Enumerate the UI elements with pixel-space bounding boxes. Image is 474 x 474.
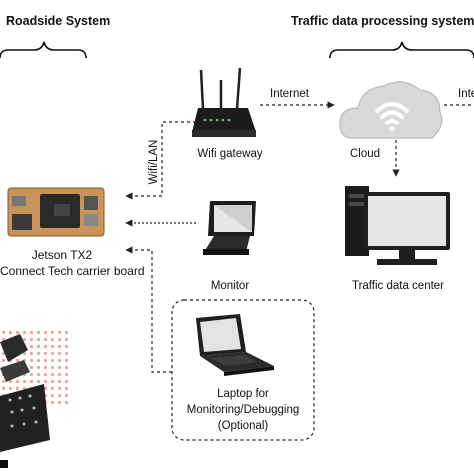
desktop-computer-icon [345,186,450,265]
laptop-label-line3: (Optional) [217,420,269,432]
connection-arrows [125,101,474,373]
laptop-icon [196,314,274,376]
traffic-data-center-label: Traffic data center [351,280,445,292]
roadside-brace [0,41,87,59]
roadside-system-header: Roadside System [6,14,111,28]
wifi-lan-label: Wifi/LAN [148,139,160,185]
internet-label-left: Internet [270,88,309,100]
camera-pole-icon [0,330,70,468]
cloud-wifi-icon [339,81,443,139]
jetson-label-line1: Jetson TX2 [31,248,93,262]
wifi-gateway-label: Wifi gateway [197,148,263,160]
traffic-system-header: Traffic data processing system [291,14,474,28]
jetson-label-line2: Connect Tech carrier board [0,264,145,278]
laptop-label-line1: Laptop for [217,388,269,400]
monitor-label: Monitor [210,280,250,292]
laptop-label-line2: Monitoring/Debugging [186,404,300,416]
laptop-optional-box [171,299,315,441]
router-icon [192,67,256,137]
monitor-icon [203,201,256,255]
cloud-label: Cloud [349,148,381,160]
circuit-board-icon [7,187,105,237]
internet-label-right: Internet [458,88,474,100]
traffic-brace [329,41,474,59]
